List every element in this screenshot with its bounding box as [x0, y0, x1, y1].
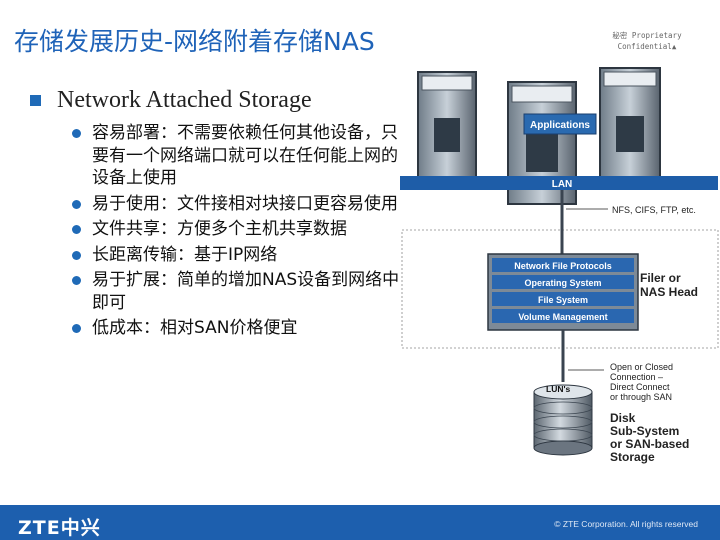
- bullet-text: 文件共享：方便多个主机共享数据: [92, 219, 347, 239]
- server-tower-right: [599, 67, 661, 183]
- connection-note-1: Open or Closed: [610, 362, 673, 372]
- filer-label-line-2: NAS Head: [640, 285, 698, 299]
- bullet-item: 易于使用：文件接相对块接口更容易使用: [72, 193, 402, 216]
- disk-label-line-4: Storage: [610, 450, 655, 464]
- bullet-list: 容易部署：不需要依赖任何其他设备，只要有一个网络端口就可以在任何能上网的设备上使…: [72, 122, 402, 343]
- bullet-text: 低成本：相对SAN价格便宜: [92, 318, 298, 338]
- confidential-label: 秘密 Proprietary Confidential▲: [592, 30, 702, 52]
- lan-label: LAN: [552, 179, 573, 190]
- server-tower-left: [417, 71, 477, 183]
- section-heading-text: Network Attached Storage: [57, 87, 312, 113]
- filer-dashed-frame: [401, 229, 719, 349]
- stack-label-volume: Volume Management: [518, 312, 607, 322]
- connection-note-2: Connection –: [610, 372, 663, 382]
- copyright-text: © ZTE Corporation. All rights reserved: [554, 519, 698, 529]
- bullet-item: 易于扩展：简单的增加NAS设备到网络中即可: [72, 269, 402, 314]
- bullet-text: 易于使用：文件接相对块接口更容易使用: [92, 193, 398, 214]
- stack-layer-os: [492, 275, 634, 289]
- disk-label-line-1: Disk: [610, 411, 636, 425]
- connection-note-4: or through SAN: [610, 392, 672, 402]
- disk-label-line-3: or SAN-based: [610, 437, 689, 451]
- stack-layer-protocols: [492, 258, 634, 272]
- applications-label: Applications: [530, 120, 590, 131]
- bullet-dot-icon: [72, 250, 81, 260]
- stack-label-fs: File System: [538, 295, 588, 305]
- disk-label-line-2: Sub-System: [610, 424, 679, 438]
- bullet-item: 文件共享：方便多个主机共享数据: [72, 218, 402, 241]
- connection-note-3: Direct Connect: [610, 382, 670, 392]
- protocols-note: NFS, CIFS, FTP, etc.: [612, 205, 696, 215]
- luns-label: LUN's: [546, 384, 570, 394]
- lan-bar: [400, 176, 718, 190]
- applications-box: [523, 113, 597, 135]
- square-bullet-icon: [30, 95, 41, 106]
- bullet-dot-icon: [72, 324, 81, 333]
- bullet-dot-icon: [72, 129, 81, 138]
- bullet-dot-icon: [72, 225, 81, 234]
- stack-layer-volume: [492, 309, 634, 323]
- confidential-line-1: 秘密 Proprietary: [612, 31, 682, 40]
- bullet-text: 长距离传输：基于IP网络: [92, 244, 278, 265]
- stack-label-os: Operating System: [524, 278, 601, 288]
- footer-bar: ZTE中兴 © ZTE Corporation. All rights rese…: [0, 505, 720, 540]
- section-heading: Network Attached Storage: [30, 87, 312, 114]
- nas-architecture-diagram: Applications LAN NFS, CIFS, FTP, etc. Ne…: [400, 67, 719, 464]
- slide-title: 存储发展历史-网络附着存储NAS: [14, 27, 375, 56]
- confidential-line-2: Confidential▲: [617, 42, 677, 51]
- bullet-text: 易于扩展：简单的增加NAS设备到网络中即可: [92, 270, 400, 313]
- stack-layer-fs: [492, 292, 634, 306]
- stack-label-protocols: Network File Protocols: [514, 261, 612, 271]
- bullet-item: 容易部署：不需要依赖任何其他设备，只要有一个网络端口就可以在任何能上网的设备上使…: [72, 122, 402, 190]
- bullet-text: 容易部署：不需要依赖任何其他设备，只要有一个网络端口就可以在任何能上网的设备上使…: [92, 123, 398, 188]
- filer-label-line-1: Filer or: [640, 271, 681, 285]
- bullet-item: 低成本：相对SAN价格便宜: [72, 317, 402, 340]
- zte-logo: ZTE中兴: [18, 517, 101, 539]
- bullet-dot-icon: [72, 199, 81, 209]
- disk-cylinder-icon: [533, 384, 593, 456]
- bullet-item: 长距离传输：基于IP网络: [72, 244, 402, 267]
- bullet-dot-icon: [72, 276, 81, 285]
